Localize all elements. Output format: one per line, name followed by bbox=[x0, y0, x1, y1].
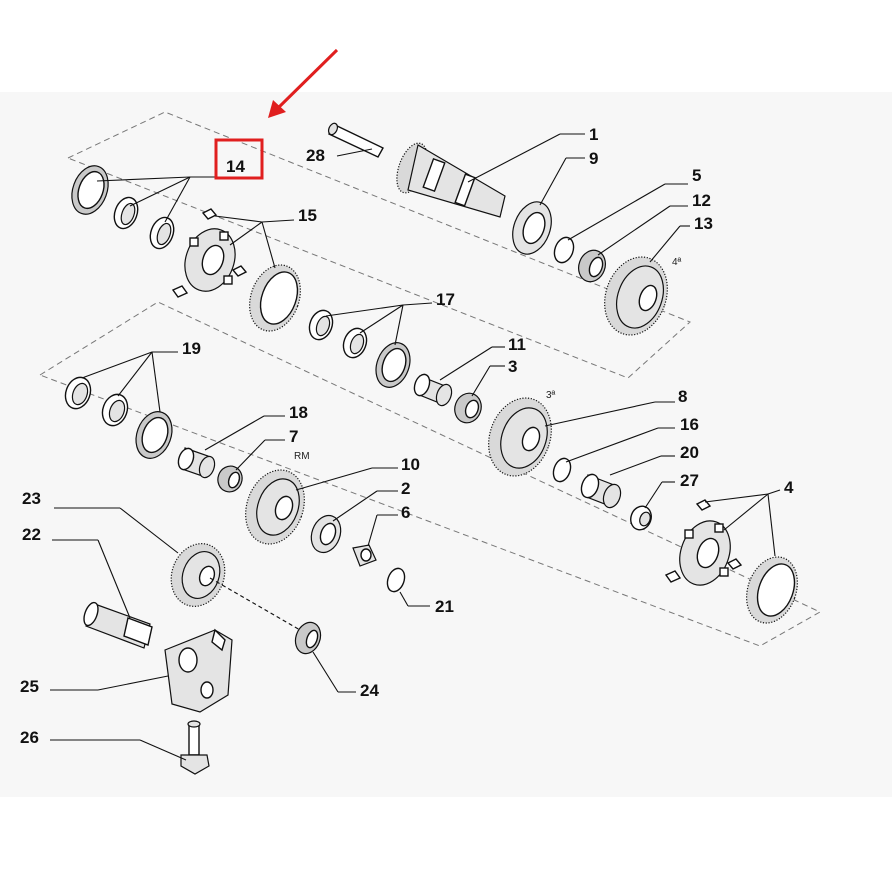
callout-1: 1 bbox=[589, 125, 598, 144]
callout-24: 24 bbox=[360, 681, 379, 700]
callout-6: 6 bbox=[401, 503, 410, 522]
callout-5: 5 bbox=[692, 166, 701, 185]
part-2-bearing bbox=[310, 514, 342, 554]
part-15-key bbox=[201, 208, 218, 220]
part-19-synchro-ring bbox=[135, 411, 173, 459]
callout-13: 13 bbox=[694, 214, 713, 233]
callout-9: 9 bbox=[589, 149, 598, 168]
part-19-ring-a bbox=[64, 376, 92, 410]
part-25-bracket bbox=[164, 628, 233, 713]
part-13-fourth-gear bbox=[604, 256, 668, 336]
part-21-o-ring bbox=[386, 567, 406, 593]
callout-19: 19 bbox=[182, 339, 201, 358]
gear-mark-reverse: RM bbox=[294, 451, 310, 462]
callout-28: 28 bbox=[306, 146, 325, 165]
callout-4: 4 bbox=[784, 478, 794, 497]
upper-assembly-outline bbox=[66, 111, 691, 379]
callout-27: 27 bbox=[680, 471, 699, 490]
part-12-needle-bearing bbox=[578, 249, 606, 283]
part-17-ring-a bbox=[308, 309, 334, 341]
part-14-inner-ring bbox=[149, 216, 175, 250]
part-16-ring bbox=[552, 457, 572, 483]
part-5-circlip bbox=[553, 236, 575, 264]
part-15-synchro-hub bbox=[171, 228, 248, 298]
part-10-reverse-gear bbox=[245, 469, 305, 545]
part-4-synchro-hub bbox=[664, 520, 743, 586]
part-23-idler-gear bbox=[170, 543, 226, 607]
callout-21: 21 bbox=[435, 597, 454, 616]
gear-mark-third: 3ª bbox=[546, 390, 556, 401]
callout-22: 22 bbox=[22, 525, 41, 544]
part-19-ring-b bbox=[101, 393, 129, 427]
callout-14: 14 bbox=[226, 157, 245, 176]
part-9-bearing bbox=[512, 201, 552, 255]
lower-assembly-outline bbox=[38, 301, 822, 647]
callout-18: 18 bbox=[289, 403, 308, 422]
part-1-input-shaft bbox=[396, 142, 506, 218]
callout-3: 3 bbox=[508, 357, 517, 376]
callout-labels: 14 15 17 28 1 9 5 12 13 19 11 3 8 18 7 1… bbox=[20, 125, 794, 747]
part-20-bushing bbox=[580, 473, 622, 509]
part-8-third-gear bbox=[488, 397, 552, 477]
callout-17: 17 bbox=[436, 290, 455, 309]
highlight-arrow bbox=[268, 48, 339, 118]
part-17-ring-b bbox=[342, 327, 368, 359]
part-11-bushing bbox=[413, 373, 453, 407]
callout-14-highlight-box bbox=[214, 138, 264, 180]
callout-2: 2 bbox=[401, 479, 410, 498]
callout-7: 7 bbox=[289, 427, 298, 446]
part-4-key bbox=[695, 499, 712, 511]
callout-16: 16 bbox=[680, 415, 699, 434]
callout-26: 26 bbox=[20, 728, 39, 747]
callout-12: 12 bbox=[692, 191, 711, 210]
callout-23: 23 bbox=[22, 489, 41, 508]
part-6-nut bbox=[352, 544, 377, 567]
gear-marks: 4ª 3ª RM bbox=[294, 257, 682, 462]
part-18-bushing bbox=[177, 447, 216, 479]
callout-10: 10 bbox=[401, 455, 420, 474]
part-7-needle-bearing bbox=[217, 465, 243, 493]
part-27-collar bbox=[630, 505, 652, 531]
part-24-needle-bearing bbox=[294, 621, 322, 655]
callout-11: 11 bbox=[508, 335, 526, 354]
part-28-pin bbox=[327, 122, 384, 158]
part-4-sleeve bbox=[746, 556, 798, 624]
callout-15: 15 bbox=[298, 206, 317, 225]
part-26-bolt bbox=[180, 720, 210, 775]
part-15-sleeve bbox=[249, 264, 301, 332]
callout-20: 20 bbox=[680, 443, 699, 462]
part-14-cone-ring bbox=[113, 196, 139, 230]
part-14-synchro-ring bbox=[71, 165, 109, 215]
part-17-synchro-ring bbox=[375, 342, 411, 388]
gear-mark-fourth: 4ª bbox=[672, 257, 682, 268]
part-3-needle-bearing bbox=[454, 392, 482, 424]
part-22-idler-shaft bbox=[83, 601, 153, 649]
callout-8: 8 bbox=[678, 387, 687, 406]
leader-lines bbox=[50, 133, 781, 761]
callout-25: 25 bbox=[20, 677, 39, 696]
